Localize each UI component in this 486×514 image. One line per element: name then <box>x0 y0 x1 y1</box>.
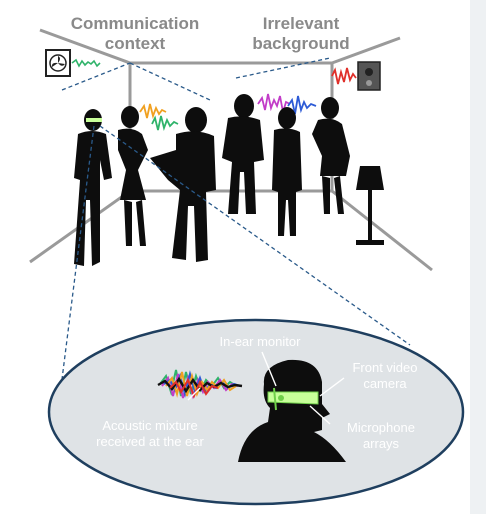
floor-lamp-icon <box>356 166 384 245</box>
speaker-icon <box>357 61 381 91</box>
in-ear-monitor-label: In-ear monitor <box>219 334 301 349</box>
floor-edge-right <box>331 189 433 272</box>
fan-icon <box>45 49 71 77</box>
person-silhouette-2 <box>118 106 148 246</box>
communication-context-label: Communication context <box>70 14 200 53</box>
speech-wave-orange <box>139 103 167 120</box>
ceiling-edge-left <box>39 28 131 65</box>
person-silhouette-listener <box>74 109 112 266</box>
detail-ellipse <box>47 318 465 506</box>
acoustic-mixture-label: Acoustic mixture received at the ear <box>96 418 204 449</box>
headset-glasses-icon <box>238 359 346 462</box>
zoom-line-left <box>59 125 95 396</box>
background-dashed-line <box>235 57 331 79</box>
person-silhouette-5 <box>272 107 302 236</box>
microphone-arrays-label: Microphone arrays <box>347 420 415 451</box>
camera-pointer <box>319 377 345 397</box>
page-edge-strip <box>470 0 486 514</box>
zoom-line-right <box>99 125 411 346</box>
fan-noise-wave <box>71 58 101 68</box>
mixture-pointer <box>187 387 201 401</box>
person-silhouette-6 <box>312 97 350 214</box>
ceiling-edge-right <box>331 36 401 65</box>
context-dashed-line <box>129 62 211 101</box>
person-silhouette-3 <box>150 107 216 262</box>
background-wave-blue <box>287 95 317 115</box>
irrelevant-background-label: Irrelevant background <box>252 14 350 53</box>
speaker-noise-wave <box>331 67 357 85</box>
in-ear-pointer <box>261 351 277 387</box>
microphone-pointer <box>309 405 331 425</box>
person-silhouette-4 <box>222 94 264 214</box>
front-video-camera-label: Front video camera <box>352 360 418 391</box>
fan-dashed-line <box>61 62 131 91</box>
speech-wave-green <box>151 115 179 132</box>
